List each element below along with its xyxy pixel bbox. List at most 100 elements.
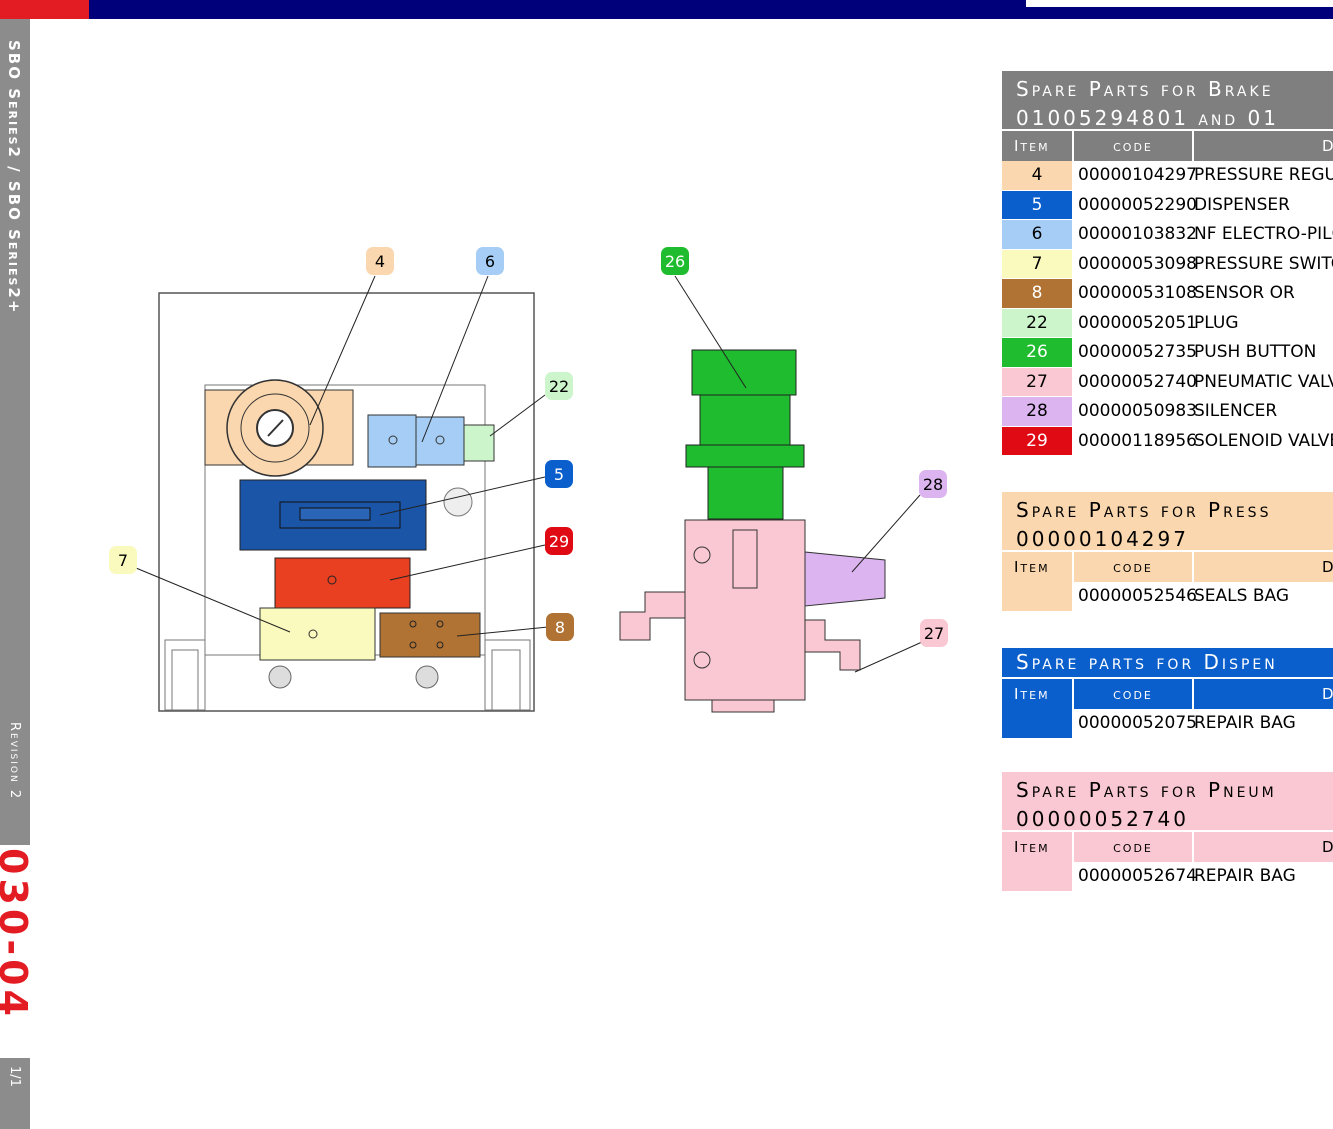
- regulator-table-header: Item code Di: [1002, 550, 1333, 582]
- col-header-item: Item: [1014, 137, 1050, 155]
- row-code: 00000052674: [1078, 866, 1197, 886]
- pneumatic-table-title: Spare Parts for Pneum 00000052740: [1002, 772, 1333, 830]
- diagram-drawing: [135, 275, 923, 713]
- row-code: 00000052290: [1078, 194, 1197, 215]
- row-code: 00000052740: [1078, 371, 1197, 392]
- row-item: 7: [1002, 249, 1072, 279]
- callout-6: 6: [476, 247, 504, 275]
- col-header-description: Di: [1192, 131, 1333, 161]
- valve-panel: [158, 292, 535, 712]
- callout-7: 7: [109, 546, 137, 574]
- row-description: NF ELECTRO-PILC: [1194, 224, 1333, 244]
- pneumatic-table-header: Item code Di: [1002, 830, 1333, 862]
- col-header-code: code: [1072, 832, 1192, 862]
- callout-28: 28: [919, 470, 947, 498]
- col-header-description: Di: [1192, 552, 1333, 582]
- callout-8: 8: [546, 613, 574, 641]
- row-item: [1002, 709, 1072, 739]
- row-code: 00000053098: [1078, 253, 1197, 274]
- row-description: DISPENSER: [1194, 194, 1290, 215]
- row-description: PNEUMATIC VALV: [1194, 371, 1333, 392]
- row-description: PLUG: [1194, 312, 1239, 333]
- row-code: 00000052075: [1078, 713, 1197, 733]
- main-table-title: Spare Parts for Brake 01005294801 and 01: [1002, 71, 1333, 129]
- regulator-table-title-line1: Spare Parts for Press: [1016, 498, 1272, 522]
- callout-22: 22: [545, 372, 573, 400]
- main-table-title-line1: Spare Parts for Brake: [1016, 77, 1274, 101]
- callout-5: 5: [545, 460, 573, 488]
- row-item: 28: [1002, 397, 1072, 427]
- row-item: 27: [1002, 367, 1072, 397]
- row-description: SENSOR OR: [1194, 283, 1295, 303]
- row-code: 00000104297: [1078, 165, 1197, 185]
- col-header-description: Di: [1192, 832, 1333, 862]
- dispenser-table-title: Spare parts for Dispen: [1002, 648, 1333, 677]
- row-item: [1002, 862, 1072, 892]
- regulator-parts-table: Spare Parts for Press 00000104297 Item c…: [1002, 492, 1333, 612]
- table-row: 00000052546 SEALS BAG: [1002, 582, 1333, 612]
- row-code: 00000053108: [1078, 283, 1197, 303]
- col-header-code: code: [1072, 131, 1192, 161]
- main-table-title-line2: 01005294801 and 01: [1016, 106, 1279, 129]
- row-description: PRESSURE SWITC: [1194, 253, 1333, 274]
- row-item: [1002, 582, 1072, 612]
- top-bar-navy: [89, 0, 1333, 19]
- regulator-table-title-line2: 00000104297: [1016, 527, 1189, 550]
- row-item: 22: [1002, 308, 1072, 338]
- row-code: 00000050983: [1078, 401, 1197, 421]
- row-item: 5: [1002, 190, 1072, 220]
- col-header-code: code: [1072, 552, 1192, 582]
- page-number: 1/1: [7, 1066, 22, 1087]
- row-description: SILENCER: [1194, 401, 1278, 421]
- row-code: 00000052735: [1078, 342, 1197, 362]
- revision-label: Revision 2: [7, 722, 22, 801]
- col-header-item: Item: [1014, 685, 1050, 703]
- push-button-valve: [619, 349, 886, 713]
- dispenser-table-header: Item code Di: [1002, 677, 1333, 709]
- callout-4: 4: [366, 247, 394, 275]
- col-header-code: code: [1072, 679, 1192, 709]
- main-table-header: Item code Di: [1002, 129, 1333, 161]
- pneumatic-parts-table: Spare Parts for Pneum 00000052740 Item c…: [1002, 772, 1333, 892]
- row-description: PUSH BUTTON: [1194, 342, 1317, 362]
- parts-diagram: 4 6 26 22 5 28 29 7 8 27: [100, 240, 960, 720]
- row-item: 29: [1002, 426, 1072, 456]
- regulator-table-title: Spare Parts for Press 00000104297: [1002, 492, 1333, 550]
- row-description: REPAIR BAG: [1194, 713, 1296, 733]
- row-item: 6: [1002, 220, 1072, 250]
- row-item: 26: [1002, 338, 1072, 368]
- page-code: 030-04: [0, 848, 35, 1020]
- col-header-item: Item: [1014, 838, 1050, 856]
- leader-lines: [135, 275, 923, 673]
- table-row: 00000052674 REPAIR BAG: [1002, 862, 1333, 892]
- series-label: SBO Series2 / SBO Series2+: [5, 40, 23, 315]
- callout-27: 27: [920, 619, 948, 647]
- pneumatic-table-title-line1: Spare Parts for Pneum: [1016, 778, 1277, 802]
- pneumatic-table-title-line2: 00000052740: [1016, 807, 1189, 830]
- callout-26: 26: [661, 247, 689, 275]
- row-code: 00000052051: [1078, 312, 1197, 333]
- top-bar-tab: [1026, 0, 1333, 7]
- table-row: 00000052075 REPAIR BAG: [1002, 709, 1333, 739]
- row-code: 00000103832: [1078, 224, 1197, 244]
- sidebar-gap: [0, 845, 30, 1058]
- row-item: 4: [1002, 161, 1072, 191]
- row-description: REPAIR BAG: [1194, 866, 1296, 886]
- callout-29: 29: [545, 527, 573, 555]
- row-item: 8: [1002, 279, 1072, 309]
- row-code: 00000118956: [1078, 430, 1197, 451]
- row-description: SEALS BAG: [1194, 586, 1289, 606]
- row-description: SOLENOID VALVE: [1194, 430, 1333, 451]
- col-header-item: Item: [1014, 558, 1050, 576]
